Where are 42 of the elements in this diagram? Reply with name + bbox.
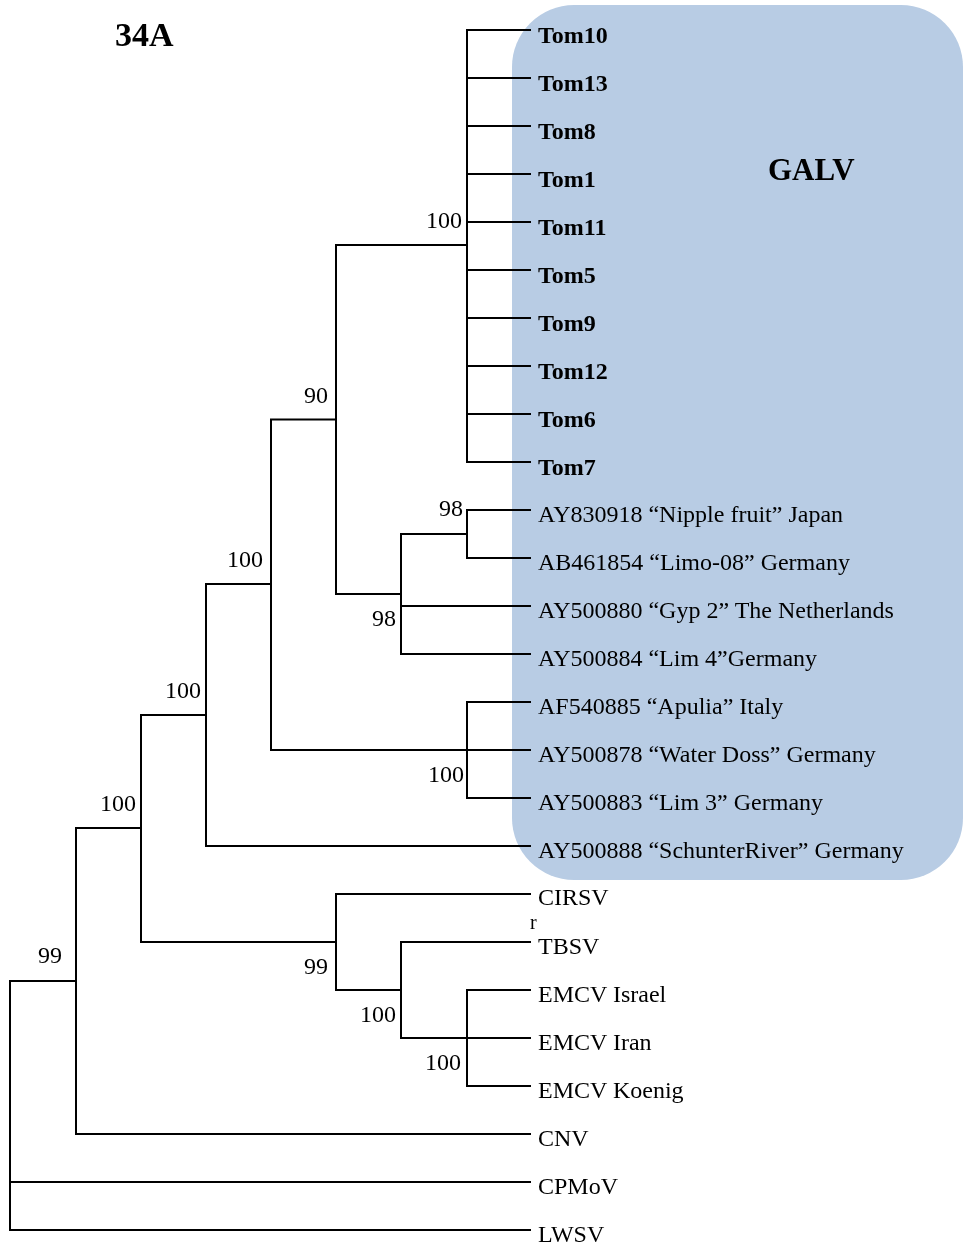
- taxon-label: AB461854 “Limo-08” Germany: [538, 548, 850, 576]
- taxon-label: TBSV: [538, 932, 600, 960]
- taxon-label: Tom7: [538, 453, 596, 481]
- taxon-label: Tom9: [538, 309, 596, 337]
- taxon-label: Tom8: [538, 117, 596, 145]
- taxon-label: EMCV Iran: [538, 1028, 652, 1056]
- taxon-label: CPMoV: [538, 1172, 619, 1200]
- taxon-label: AY500884 “Lim 4”Germany: [538, 644, 818, 672]
- bootstrap-value: 100: [428, 760, 464, 788]
- clade-name: GALV: [768, 152, 855, 188]
- bootstrap-value: 100: [425, 1048, 461, 1076]
- bootstrap-value: 100: [360, 1000, 396, 1028]
- taxon-label: AY500880 “Gyp 2” The Netherlands: [538, 596, 894, 624]
- taxon-label: Tom10: [538, 21, 608, 49]
- taxon-label: CIRSV: [538, 883, 609, 911]
- bootstrap-value: 98: [372, 604, 396, 632]
- bootstrap-value: 100: [100, 789, 136, 817]
- taxon-label: Tom12: [538, 357, 608, 385]
- taxon-label: Tom1: [538, 165, 596, 193]
- taxon-label: CNV: [538, 1124, 589, 1152]
- taxon-label: LWSV: [538, 1220, 605, 1248]
- taxon-label: Tom13: [538, 69, 608, 97]
- figure-label: 34A: [115, 21, 174, 49]
- bootstrap-value: 99: [304, 952, 328, 980]
- bootstrap-value: 99: [38, 941, 62, 969]
- taxon-label: AY500888 “SchunterRiver” Germany: [538, 836, 904, 864]
- taxon-label: AF540885 “Apulia” Italy: [538, 692, 784, 720]
- bootstrap-value: 100: [227, 545, 263, 573]
- bootstrap-value: 100: [426, 206, 462, 234]
- taxon-label: AY500878 “Water Doss” Germany: [538, 740, 876, 768]
- annotation-text: r: [530, 910, 537, 935]
- bootstrap-value: 90: [304, 381, 328, 409]
- taxon-label: AY500883 “Lim 3” Germany: [538, 788, 824, 816]
- taxon-label: EMCV Koenig: [538, 1076, 684, 1104]
- taxon-label: Tom11: [538, 213, 607, 241]
- taxon-label: Tom5: [538, 261, 596, 289]
- bootstrap-value: 98: [439, 494, 463, 522]
- taxon-label: EMCV Israel: [538, 980, 667, 1008]
- taxon-label: Tom6: [538, 405, 596, 433]
- clade-highlight-band: [512, 5, 963, 880]
- bootstrap-value: 100: [165, 676, 201, 704]
- taxon-label: AY830918 “Nipple fruit” Japan: [538, 500, 844, 528]
